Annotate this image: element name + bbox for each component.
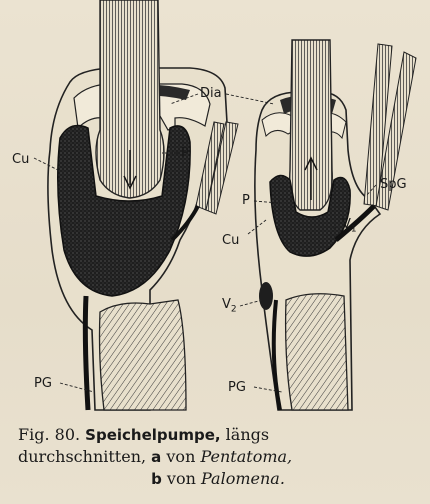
caption-line-2: durchschnitten, a von Pentatoma, bbox=[18, 446, 418, 468]
caption-title: Speichelpumpe, bbox=[85, 426, 220, 444]
label-p-left: P bbox=[181, 147, 189, 160]
caption-genus-b: Palomena. bbox=[201, 469, 285, 488]
label-spg: SpG bbox=[380, 178, 407, 191]
caption-tail-1: längs bbox=[226, 425, 269, 444]
caption-line3-b: b bbox=[151, 470, 162, 488]
label-cu-right: Cu bbox=[222, 234, 239, 247]
label-dia: Dia bbox=[200, 87, 222, 100]
label-v1-letter: V bbox=[342, 217, 351, 232]
caption-line2-a: durchschnitten, bbox=[18, 447, 146, 466]
label-v1-sub: 1 bbox=[351, 225, 357, 235]
label-v2-letter: V bbox=[222, 297, 231, 312]
figure-b-muscle-block bbox=[286, 294, 348, 410]
label-cu-left: Cu bbox=[12, 153, 29, 166]
label-pg-left: PG bbox=[34, 377, 52, 390]
caption-line-1: Fig. 80. Speichelpumpe, längs bbox=[18, 424, 418, 446]
label-v2: V2 bbox=[222, 298, 237, 315]
caption-line2-c: von bbox=[166, 447, 195, 466]
label-pg-right: PG bbox=[228, 381, 246, 394]
caption-fig-number: Fig. 80. bbox=[18, 425, 80, 444]
caption-line3-c: von bbox=[167, 469, 196, 488]
label-v1: V1 bbox=[342, 218, 357, 235]
label-v2-sub: 2 bbox=[231, 305, 237, 315]
label-p-right: P bbox=[242, 194, 250, 207]
figure-a bbox=[48, 0, 238, 410]
caption-genus-a: Pentatoma, bbox=[200, 447, 292, 466]
figure-caption: Fig. 80. Speichelpumpe, längs durchschni… bbox=[18, 424, 418, 490]
salivary-pump-illustration bbox=[0, 0, 430, 420]
caption-line-3: b von Palomena. bbox=[18, 468, 418, 490]
figure-b bbox=[255, 40, 416, 410]
caption-line2-b: a bbox=[151, 448, 161, 466]
figure-a-muscle-block bbox=[100, 300, 187, 410]
